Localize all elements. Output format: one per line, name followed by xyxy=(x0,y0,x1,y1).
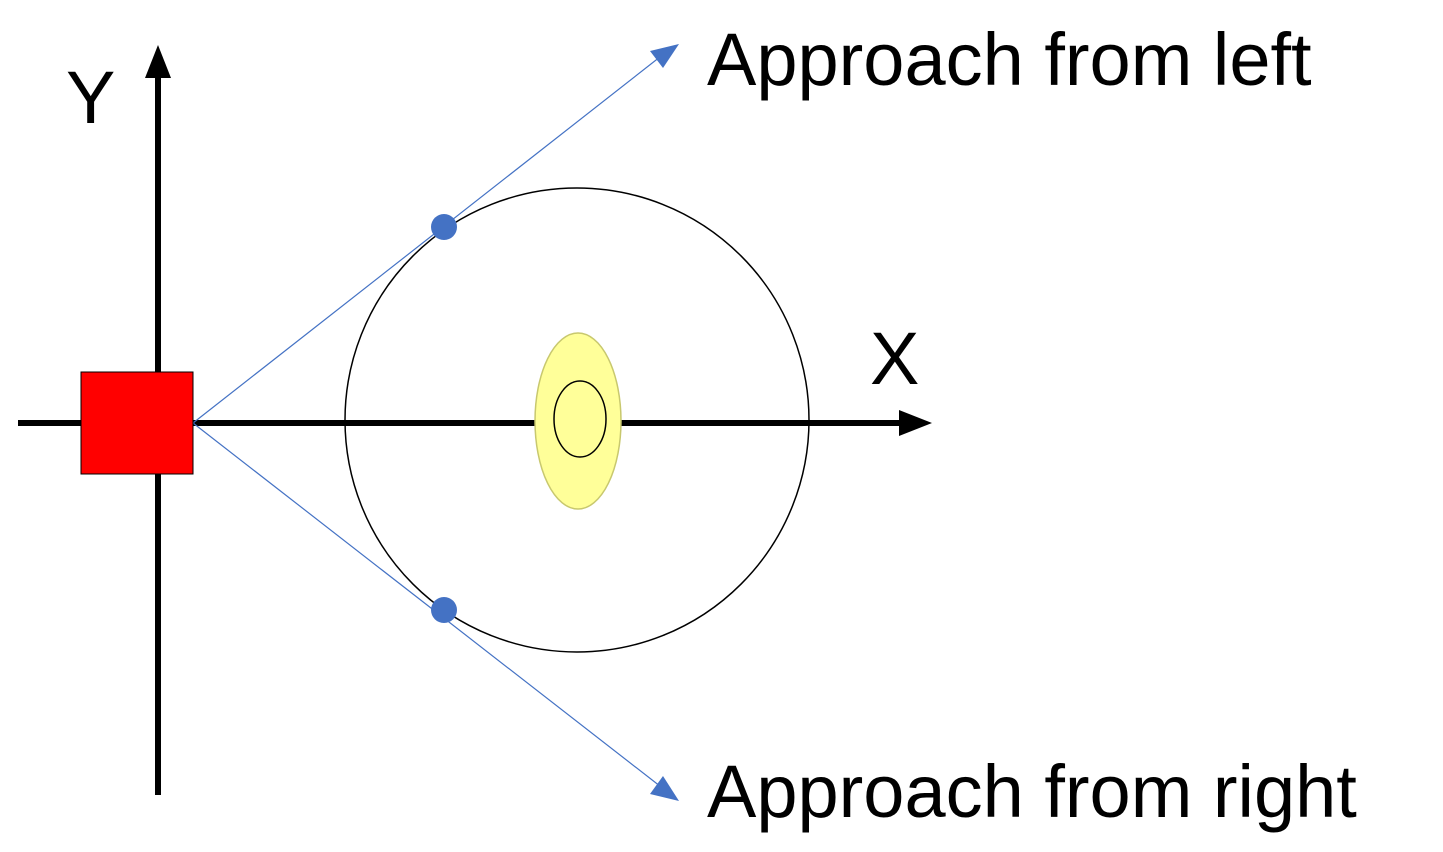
orbit-circle xyxy=(344,187,810,653)
y-axis-arrowhead xyxy=(145,45,171,78)
tangent-line-right xyxy=(192,422,679,801)
tangent-line-left xyxy=(192,44,679,424)
x-axis-label: X xyxy=(870,317,919,400)
x-axis-arrowhead xyxy=(899,410,932,436)
approach-right-label: Approach from right xyxy=(707,750,1357,833)
tangent-left-arrowhead xyxy=(650,44,679,68)
target-inner-ring xyxy=(553,380,607,458)
source-square xyxy=(80,371,194,475)
y-axis-label: Y xyxy=(66,56,115,139)
approach-left-label: Approach from left xyxy=(707,18,1312,101)
target-ellipse xyxy=(534,332,622,510)
tangent-right-arrowhead xyxy=(650,776,679,801)
target-body xyxy=(534,332,622,510)
tangent-point-lower xyxy=(431,597,457,623)
tangent-point-upper xyxy=(431,214,457,240)
